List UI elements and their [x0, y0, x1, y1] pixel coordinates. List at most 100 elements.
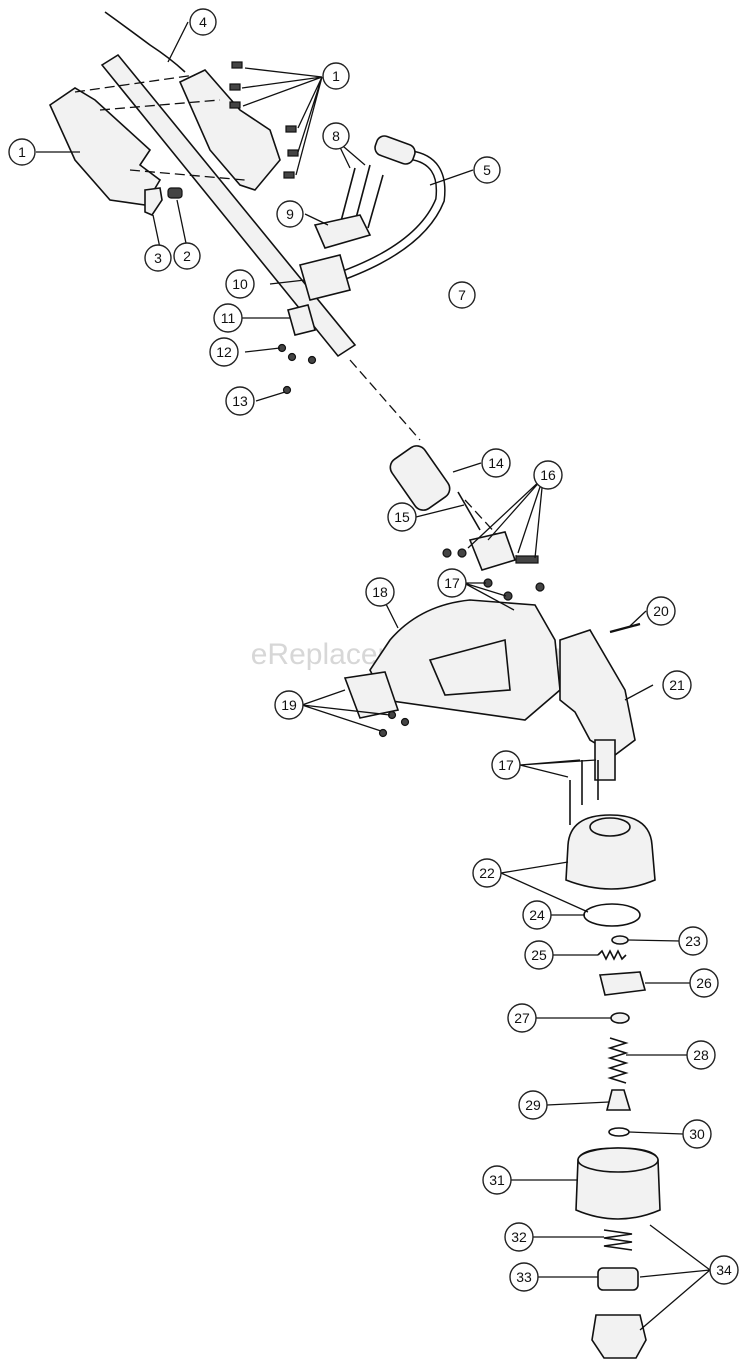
svg-text:34: 34	[716, 1262, 732, 1278]
svg-text:1: 1	[18, 144, 26, 160]
callout-16: 16	[533, 460, 563, 490]
lockout-lever	[167, 187, 183, 199]
callout-28: 28	[686, 1040, 716, 1070]
shaft-coupler	[468, 531, 517, 571]
drive-shaft	[457, 491, 481, 531]
callout-11: 11	[213, 303, 243, 333]
callout-31: 31	[482, 1165, 512, 1195]
assist-handle-grip	[374, 135, 416, 165]
throttle-cable	[104, 11, 186, 73]
callout-8: 8	[322, 122, 350, 150]
svg-text:3: 3	[154, 250, 162, 266]
guard-inner	[428, 638, 511, 696]
callout-32: 32	[504, 1222, 534, 1252]
callout-27: 27	[507, 1003, 537, 1033]
coupler-screw	[515, 555, 539, 564]
spool-housing-hub	[589, 817, 631, 837]
callout-20: 20	[646, 596, 676, 626]
callout-26: 26	[689, 968, 719, 998]
svg-text:2: 2	[183, 248, 191, 264]
callout-14: 14	[481, 448, 511, 478]
shaft-clamp	[287, 304, 316, 336]
gearbox-screw	[609, 622, 641, 634]
grass-guard	[369, 599, 561, 721]
svg-text:18: 18	[372, 584, 388, 600]
trigger	[144, 187, 163, 216]
washer-medium	[610, 1012, 630, 1024]
svg-text:30: 30	[689, 1126, 705, 1142]
callout-5: 5	[473, 156, 501, 184]
spool-housing	[565, 814, 656, 890]
callout-21: 21	[662, 670, 692, 700]
svg-text:22: 22	[479, 865, 495, 881]
shaft-centerline	[349, 359, 421, 441]
callout-18: 18	[365, 577, 395, 607]
svg-text:7: 7	[458, 287, 466, 303]
svg-text:17: 17	[444, 575, 460, 591]
callout-12: 12	[209, 337, 239, 367]
svg-text:12: 12	[216, 344, 232, 360]
assist-handle-inner	[328, 151, 445, 284]
main-spring	[607, 1037, 629, 1084]
svg-text:29: 29	[525, 1097, 541, 1113]
handle-clamp-lower	[299, 254, 351, 301]
svg-text:16: 16	[540, 467, 556, 483]
callout-29: 29	[518, 1090, 548, 1120]
callout-13: 13	[225, 386, 255, 416]
svg-text:27: 27	[514, 1010, 530, 1026]
callout-17-lower: 17	[491, 750, 521, 780]
svg-text:5: 5	[483, 162, 491, 178]
svg-text:32: 32	[511, 1229, 527, 1245]
svg-text:19: 19	[281, 697, 297, 713]
svg-text:28: 28	[693, 1047, 709, 1063]
svg-text:24: 24	[529, 907, 545, 923]
blade-screws	[378, 710, 410, 738]
svg-text:8: 8	[332, 128, 340, 144]
svg-text:21: 21	[669, 677, 685, 693]
callout-15: 15	[387, 502, 417, 532]
callout-24: 24	[522, 900, 552, 930]
spool-retainer	[598, 971, 647, 996]
housing-guide-lines	[74, 74, 246, 181]
washer-thin	[608, 1127, 630, 1137]
callout-2: 2	[173, 242, 201, 270]
gear-housing	[559, 629, 636, 756]
callout-9: 9	[276, 200, 304, 228]
svg-text:11: 11	[221, 310, 236, 326]
housing-screws	[229, 61, 299, 179]
gear-housing-shaft	[594, 739, 616, 781]
leader-lines	[36, 21, 711, 1331]
line-cutter-blade	[343, 671, 400, 719]
callout-3: 3	[144, 244, 172, 272]
handle-housing-right	[178, 69, 281, 191]
clamp-nuts	[277, 343, 317, 395]
callout-1-left: 1	[8, 138, 36, 166]
svg-text:10: 10	[232, 276, 248, 292]
small-spring	[597, 949, 627, 961]
callout-4: 4	[189, 8, 217, 36]
svg-text:14: 14	[488, 455, 504, 471]
svg-text:1: 1	[332, 68, 340, 84]
line-spool-top	[577, 1147, 659, 1173]
svg-text:25: 25	[531, 947, 547, 963]
handle-clamp-upper	[313, 214, 372, 249]
svg-text:9: 9	[286, 206, 294, 222]
callout-30: 30	[682, 1119, 712, 1149]
shaft-sleeve	[389, 445, 451, 511]
callout-23: 23	[678, 926, 708, 956]
washer-small	[611, 935, 629, 945]
guard-screws-lower	[569, 760, 599, 825]
callout-17-upper: 17	[437, 568, 467, 598]
svg-text:20: 20	[653, 603, 669, 619]
svg-text:33: 33	[516, 1269, 532, 1285]
svg-text:13: 13	[232, 393, 248, 409]
handle-housing-left	[48, 87, 162, 206]
svg-text:26: 26	[696, 975, 712, 991]
shaft-tube	[100, 53, 357, 358]
spool-ring	[583, 903, 641, 927]
bump-cap	[605, 1089, 632, 1111]
spool-bushing	[597, 1267, 639, 1291]
handle-bolts	[339, 164, 384, 229]
svg-text:17: 17	[498, 757, 514, 773]
